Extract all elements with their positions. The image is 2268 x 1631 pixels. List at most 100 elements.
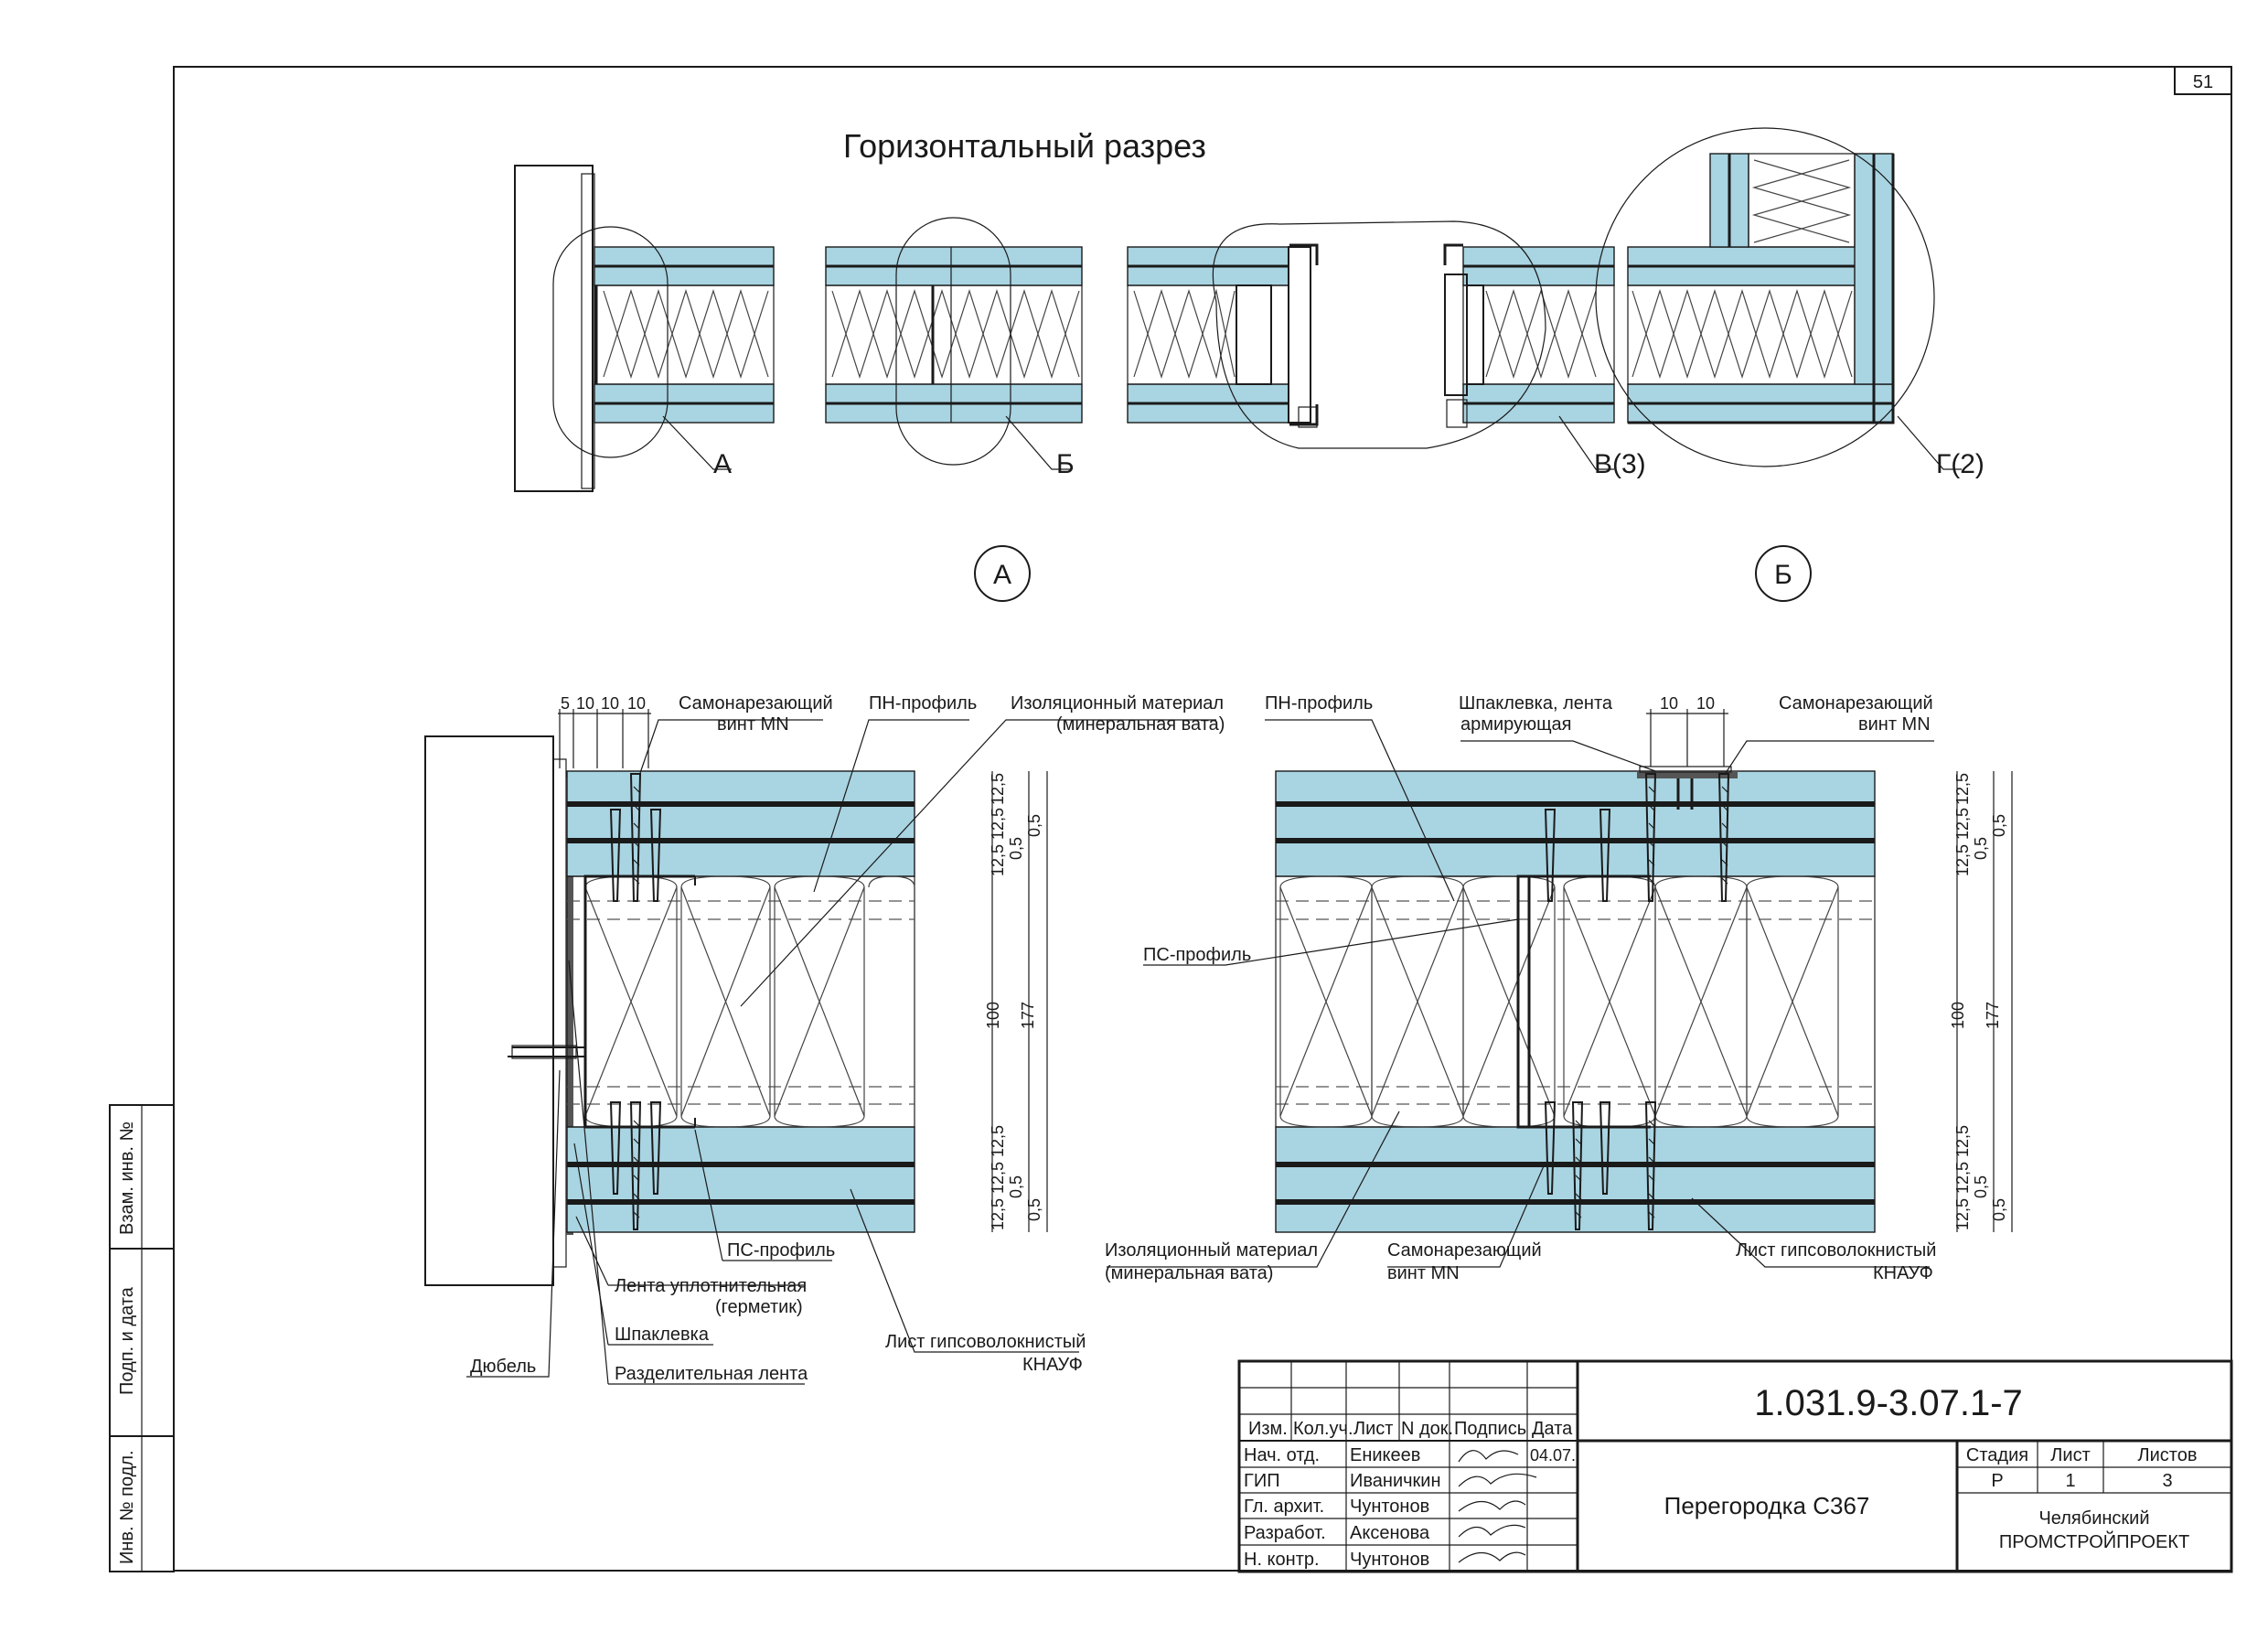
doc-name: Перегородка С367 — [1664, 1492, 1870, 1519]
svg-text:12,5: 12,5 — [1953, 1125, 1972, 1157]
callout-g: Г(2) — [1936, 449, 1984, 479]
label-putty-tape-2: армирующая — [1460, 714, 1571, 735]
svg-text:5: 5 — [561, 694, 570, 713]
callout-leaders: А Б В(3) Г(2) — [662, 415, 1984, 479]
label-screw-b2-1: Самонарезающий — [1387, 1240, 1542, 1261]
label-pn-profile-a: ПН-профиль — [869, 693, 977, 714]
svg-text:0,5: 0,5 — [1025, 814, 1043, 837]
partition-segment-2 — [825, 246, 1083, 424]
svg-text:Кол.уч.: Кол.уч. — [1293, 1419, 1353, 1439]
signature-row: Нач. отд. Еникеев 04.07. — [1244, 1445, 1576, 1465]
svg-text:Нач. отд.: Нач. отд. — [1244, 1445, 1320, 1465]
svg-text:Чунтонов: Чунтонов — [1350, 1550, 1429, 1570]
screws-detail-a — [609, 773, 662, 1230]
svg-text:0,5: 0,5 — [1007, 837, 1025, 860]
svg-text:0,5: 0,5 — [1990, 814, 2008, 837]
dims-right-b: 12,5 12,5 12,5 0,5 0,5 100 177 12,5 12,5… — [1949, 771, 2013, 1232]
svg-text:Б: Б — [1774, 560, 1792, 590]
label-gypsum-a-1: Лист гипсоволокнистый — [885, 1332, 1086, 1352]
partition-segment-5 — [1627, 153, 1895, 424]
svg-text:100: 100 — [984, 1002, 1002, 1029]
handwritten-signatures — [1458, 1450, 1537, 1563]
detail-b: ПН-профиль Шпаклевка, лента армирующая С… — [1105, 693, 2013, 1283]
dims-right-a: 12,5 12,5 12,5 0,5 0,5 100 177 12,5 12,5… — [984, 771, 1048, 1232]
label-insulation-a-1: Изоляционный материал — [1011, 693, 1224, 714]
label-sealing-tape-2: (герметик) — [715, 1297, 803, 1317]
svg-text:12,5: 12,5 — [1953, 808, 1972, 840]
label-gypsum-a-2: КНАУФ — [1022, 1355, 1083, 1375]
label-putty-a: Шпаклевка — [615, 1325, 710, 1345]
label-gypsum-b-2: КНАУФ — [1873, 1263, 1933, 1283]
side-stamp: Взам. инв. № Подп. и дата Инв. № подл. — [109, 1104, 175, 1572]
svg-text:Разработ.: Разработ. — [1244, 1523, 1326, 1543]
section-title: Горизонтальный разрез — [843, 127, 1206, 165]
svg-text:0,5: 0,5 — [1972, 1175, 1990, 1198]
dims-top-a: 5 10 10 10 — [558, 694, 651, 768]
svg-text:12,5: 12,5 — [989, 844, 1007, 876]
svg-text:10: 10 — [601, 694, 619, 713]
svg-text:Дата: Дата — [1532, 1419, 1573, 1439]
svg-text:04.07.: 04.07. — [1530, 1446, 1576, 1465]
svg-text:Иваничкин: Иваничкин — [1350, 1471, 1441, 1491]
svg-text:Лист: Лист — [2050, 1445, 2090, 1465]
svg-text:12,5: 12,5 — [989, 1162, 1007, 1194]
screws-detail-b — [1544, 773, 1730, 1230]
label-putty-tape-1: Шпаклевка, лента — [1459, 693, 1613, 714]
svg-text:177: 177 — [1019, 1002, 1037, 1029]
title-block: Изм. Кол.уч. Лист N док. Подпись Дата На… — [1237, 1359, 2233, 1573]
svg-text:12,5: 12,5 — [989, 1125, 1007, 1157]
stamp-exchange-no: Взам. инв. № — [117, 1121, 137, 1235]
organization-2: ПРОМСТРОЙПРОЕКТ — [1999, 1530, 2189, 1552]
svg-text:N док.: N док. — [1401, 1419, 1453, 1439]
svg-text:0,5: 0,5 — [1972, 837, 1990, 860]
dims-top-b: 10 10 — [1646, 694, 1728, 767]
svg-text:Р: Р — [1991, 1471, 2003, 1491]
signature-row: Разработ. Аксенова — [1244, 1523, 1430, 1543]
sheet-frame: 51 — [173, 66, 2232, 1572]
label-ps-profile-a: ПС-профиль — [727, 1240, 835, 1261]
stamp-signature-date: Подп. и дата — [117, 1286, 137, 1395]
svg-text:177: 177 — [1984, 1002, 2002, 1029]
svg-text:Подпись: Подпись — [1454, 1419, 1526, 1439]
label-sealing-tape-1: Лента уплотнительная — [615, 1276, 807, 1296]
svg-text:10: 10 — [1660, 694, 1678, 713]
label-screw-b-1: Самонарезающий — [1779, 693, 1933, 714]
svg-text:12,5: 12,5 — [1953, 773, 1972, 805]
concrete-wall-detail-a — [424, 735, 554, 1286]
callout-a: А — [713, 449, 732, 479]
svg-text:12,5: 12,5 — [989, 773, 1007, 805]
label-insulation-b-1: Изоляционный материал — [1105, 1240, 1318, 1261]
svg-text:10: 10 — [576, 694, 594, 713]
organization-1: Челябинский — [2038, 1508, 2149, 1529]
svg-text:12,5: 12,5 — [1953, 1198, 1972, 1230]
signature-row: Гл. архит. Чунтонов — [1244, 1497, 1429, 1517]
svg-text:12,5: 12,5 — [989, 808, 1007, 840]
svg-text:12,5: 12,5 — [1953, 844, 1972, 876]
detail-mark-b: Б — [1755, 545, 1812, 602]
svg-text:3: 3 — [2162, 1471, 2172, 1491]
mineral-wool-a — [584, 875, 915, 1128]
sheet-number: 51 — [2193, 72, 2213, 92]
signature-row: Н. контр. Чунтонов — [1244, 1550, 1429, 1570]
label-insulation-a-2: (минеральная вата) — [1056, 714, 1225, 735]
svg-text:Лист: Лист — [1353, 1419, 1393, 1439]
svg-text:Н. контр.: Н. контр. — [1244, 1550, 1320, 1570]
mineral-wool-b — [1279, 875, 1839, 1128]
stamp-original-no: Инв. № подл. — [117, 1450, 137, 1564]
label-pn-profile-b: ПН-профиль — [1265, 693, 1373, 714]
horizontal-section: А Б В(3) Г(2) А Б — [514, 127, 1984, 602]
label-separating-tape: Разделительная лента — [615, 1364, 808, 1384]
partition-segment-1 — [594, 246, 775, 424]
svg-text:1: 1 — [2065, 1471, 2075, 1491]
detail-mark-a: А — [974, 545, 1031, 602]
svg-text:12,5: 12,5 — [989, 1198, 1007, 1230]
svg-text:Гл. архит.: Гл. архит. — [1244, 1497, 1324, 1517]
svg-text:0,5: 0,5 — [1007, 1175, 1025, 1198]
svg-text:0,5: 0,5 — [1025, 1198, 1043, 1221]
svg-text:Стадия: Стадия — [1966, 1445, 2028, 1465]
label-insulation-b-2: (минеральная вата) — [1105, 1263, 1273, 1283]
svg-text:Аксенова: Аксенова — [1350, 1523, 1430, 1543]
svg-text:ГИП: ГИП — [1244, 1471, 1280, 1491]
label-screw-a-1: Самонарезающий — [679, 693, 833, 714]
